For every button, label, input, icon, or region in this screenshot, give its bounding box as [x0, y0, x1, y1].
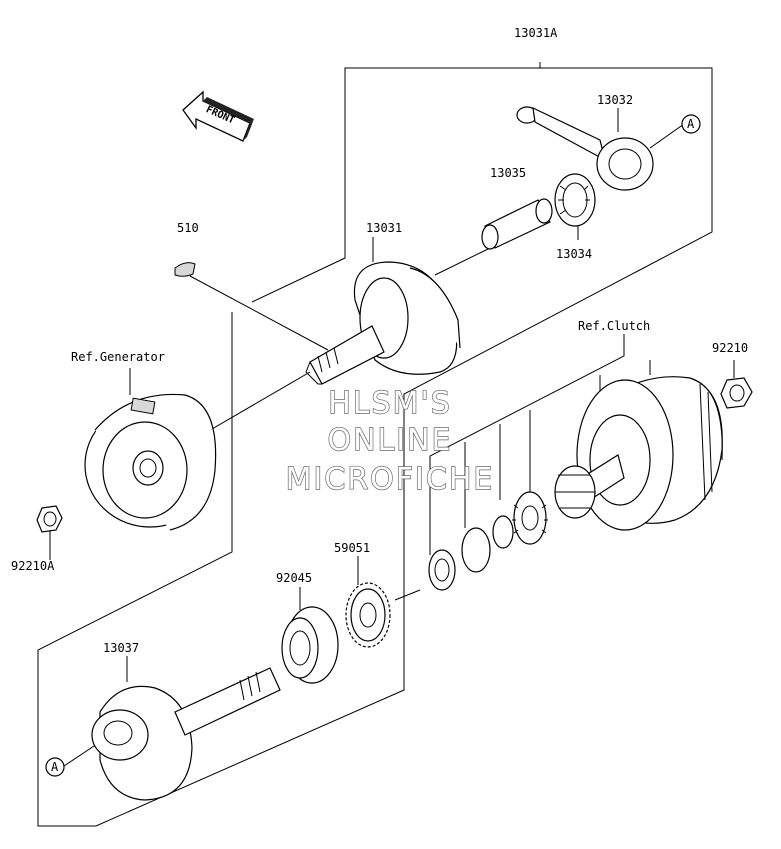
bearing-92045 — [281, 606, 339, 684]
watermark-line-2: ONLINE — [327, 423, 452, 458]
connecting-rod-13032 — [516, 106, 654, 191]
label-ref-clutch: Ref.Clutch — [578, 319, 650, 333]
crank-pin-13035 — [481, 198, 553, 250]
nut-92210 — [720, 377, 753, 409]
crankshaft-13037 — [91, 667, 281, 801]
gear-small — [512, 491, 548, 545]
label-92045: 92045 — [276, 571, 312, 585]
watermark-line-1: HLSM'S — [328, 386, 452, 421]
gear-59051 — [345, 582, 391, 648]
ref-marker-a-bottom — [45, 757, 65, 777]
nut-92210A — [36, 505, 63, 533]
woodruff-key-510 — [174, 262, 196, 277]
clutch-assembly — [554, 376, 723, 531]
collar — [428, 549, 456, 591]
label-13034: 13034 — [556, 247, 592, 261]
label-92210: 92210 — [712, 341, 748, 355]
washer — [492, 515, 514, 549]
circlip — [461, 527, 491, 573]
label-13037: 13037 — [103, 641, 139, 655]
leader-510 — [189, 275, 329, 351]
ref-marker-a-top — [681, 114, 701, 134]
crankshaft-13031 — [305, 261, 461, 385]
front-arrow-icon — [182, 90, 254, 142]
frame-13031A — [251, 62, 713, 578]
label-13035: 13035 — [490, 166, 526, 180]
leader-13035 — [434, 247, 491, 276]
label-ref-generator: Ref.Generator — [71, 350, 165, 364]
label-510: 510 — [177, 221, 199, 235]
label-13031: 13031 — [366, 221, 402, 235]
leader-shaft — [199, 371, 311, 437]
watermark-line-3: MICROFICHE — [286, 462, 495, 497]
leader-59051 — [357, 556, 421, 601]
label-13032: 13032 — [597, 93, 633, 107]
leader-13032 — [617, 108, 685, 149]
label-A1: A — [687, 117, 695, 131]
label-A2: A — [51, 760, 59, 774]
leader-A2 — [63, 741, 101, 767]
label-13031A: 13031A — [514, 26, 558, 40]
label-59051: 59051 — [334, 541, 370, 555]
frame-13037 — [37, 312, 405, 827]
clutch-frame — [429, 334, 651, 555]
needle-bearing-13034 — [554, 173, 596, 227]
label-92210A: 92210A — [11, 559, 55, 573]
generator-rotor — [84, 393, 217, 531]
